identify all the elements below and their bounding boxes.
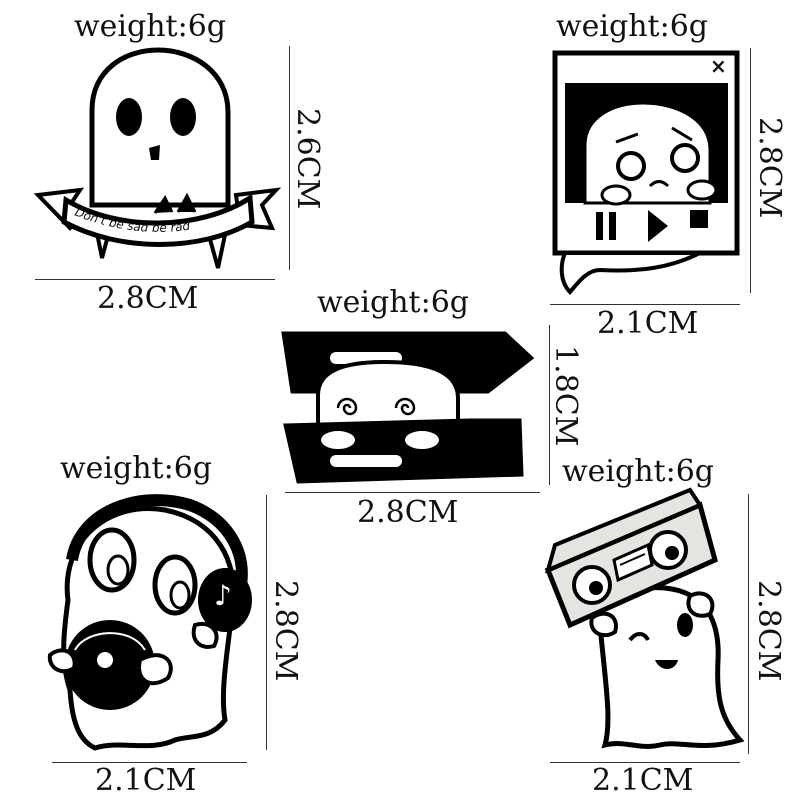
weight-label-banner-ghost: weight:6g xyxy=(74,9,227,44)
height-label-coffin-ghost: 1.8CM xyxy=(548,345,583,447)
banner-text: Don't be sad be rad xyxy=(73,205,191,235)
weight-label-boombox-ghost: weight:6g xyxy=(562,454,715,489)
height-line-coffin-ghost xyxy=(549,325,550,485)
banner-text-path: Don't be sad be rad xyxy=(73,205,191,235)
height-label-media-player-ghost: 2.8CM xyxy=(752,117,787,219)
width-label-banner-ghost: 2.8CM xyxy=(97,281,199,316)
width-line-media-player-ghost xyxy=(550,304,740,305)
width-label-coffin-ghost: 2.8CM xyxy=(357,495,459,530)
weight-label-media-player-ghost: weight:6g xyxy=(556,9,709,44)
height-label-boombox-ghost: 2.8CM xyxy=(751,580,786,682)
weight-label-coffin-ghost: weight:6g xyxy=(317,285,470,320)
height-line-banner-ghost xyxy=(289,46,290,270)
close-icon: × xyxy=(710,54,727,78)
music-note-icon: ♪ xyxy=(214,579,232,612)
width-label-media-player-ghost: 2.1CM xyxy=(597,306,699,341)
height-line-boombox-ghost xyxy=(748,494,749,754)
width-label-boombox-ghost: 2.1CM xyxy=(592,763,694,798)
width-line-boombox-ghost xyxy=(550,762,740,763)
weight-label-headphone-ghost: weight:6g xyxy=(60,451,213,486)
width-line-coffin-ghost xyxy=(285,492,540,493)
width-line-banner-ghost xyxy=(35,279,275,280)
width-line-headphone-ghost xyxy=(52,762,247,763)
height-label-banner-ghost: 2.6CM xyxy=(290,108,325,210)
height-line-media-player-ghost xyxy=(750,48,751,293)
height-label-headphone-ghost: 2.8CM xyxy=(268,580,303,682)
width-label-headphone-ghost: 2.1CM xyxy=(95,763,197,798)
height-line-headphone-ghost xyxy=(266,495,267,750)
